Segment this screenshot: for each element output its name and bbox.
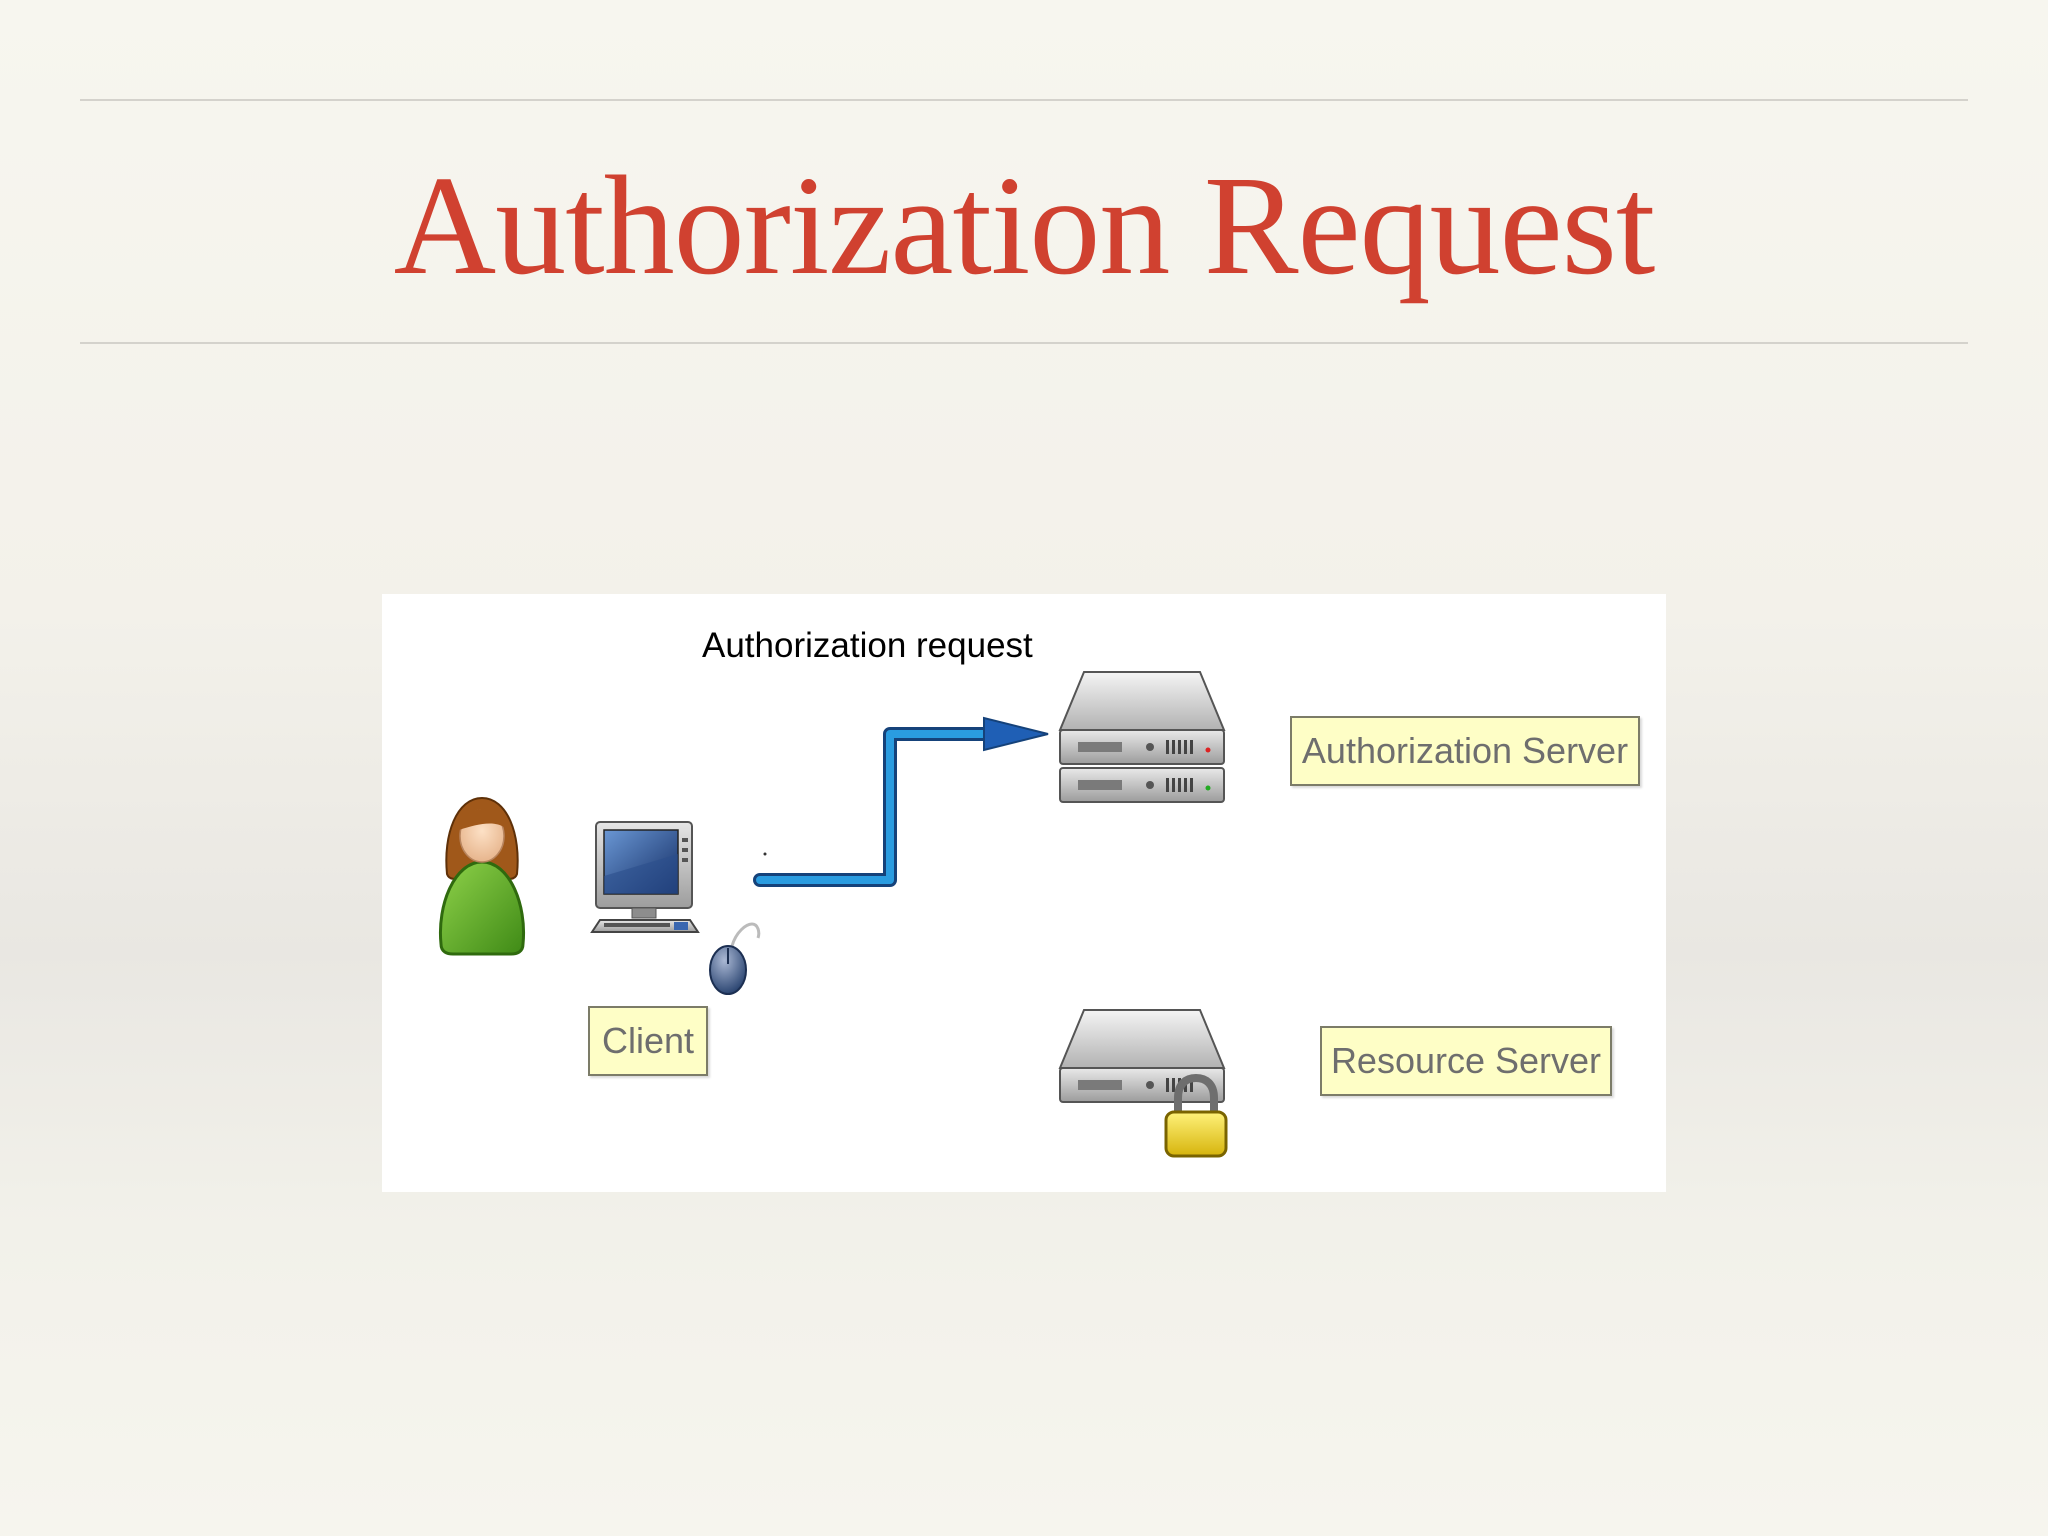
padlock-icon [1164, 1073, 1228, 1158]
mouse-icon [709, 922, 761, 995]
slide-title: Authorization Request [393, 146, 1656, 304]
server-stack-icon [1058, 671, 1226, 803]
top-divider [80, 99, 1968, 101]
arrow-icon [753, 716, 1049, 887]
authorization-server-label: Authorization Server [1290, 716, 1640, 786]
user-icon [438, 796, 526, 956]
computer-icon [590, 821, 700, 933]
diagram-panel: Authorization request [382, 594, 1666, 1192]
server-icon [1058, 1009, 1226, 1103]
client-label: Client [588, 1006, 708, 1076]
flow-label: Authorization request [702, 626, 1033, 665]
resource-server-label: Resource Server [1320, 1026, 1612, 1096]
bottom-divider [80, 342, 1968, 344]
